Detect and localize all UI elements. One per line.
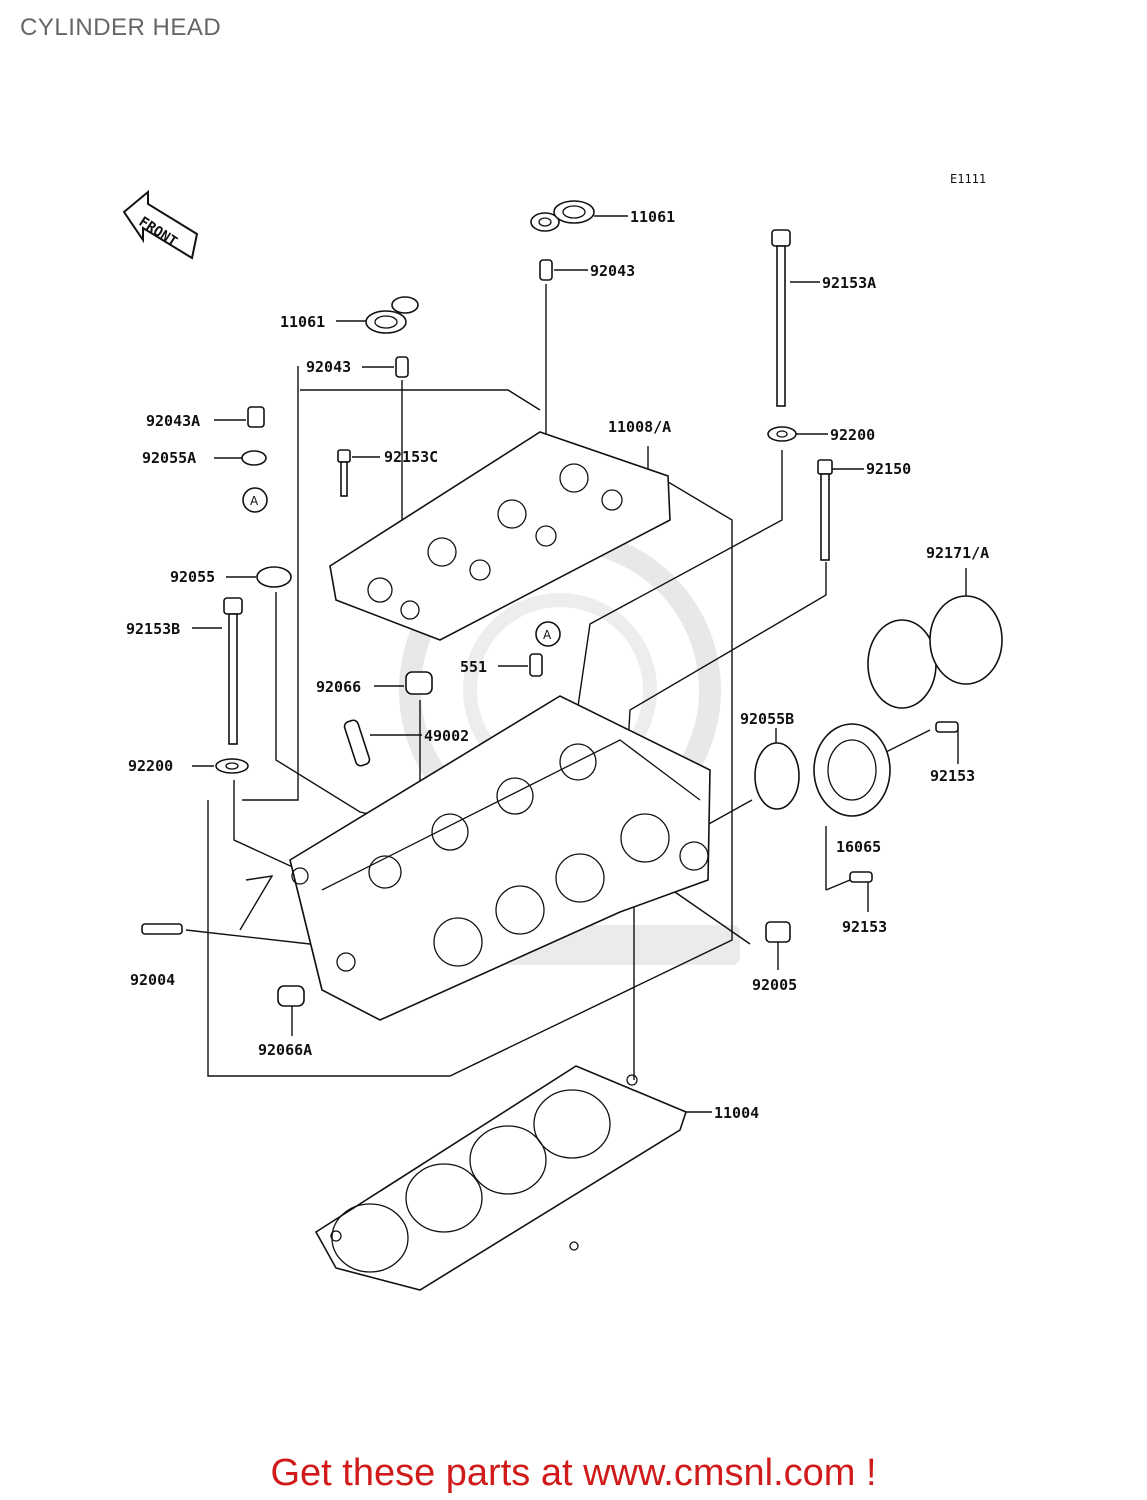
label-92043-top: 92043 bbox=[590, 262, 635, 280]
label-92153-upper: 92153 bbox=[930, 767, 975, 785]
exploded-view-diagram: FRONT bbox=[122, 189, 1003, 1291]
label-92153A: 92153A bbox=[822, 274, 876, 292]
ref-marker-left: A bbox=[250, 494, 259, 508]
label-92004: 92004 bbox=[130, 971, 175, 989]
label-92055: 92055 bbox=[170, 568, 215, 586]
label-92005: 92005 bbox=[752, 976, 797, 994]
label-92043A: 92043A bbox=[146, 412, 200, 430]
label-92150: 92150 bbox=[866, 460, 911, 478]
label-11008A: 11008/A bbox=[608, 418, 671, 436]
label-92171A: 92171/A bbox=[926, 544, 989, 562]
call-to-action-link[interactable]: Get these parts at www.cmsnl.com ! bbox=[270, 1452, 877, 1494]
label-551: 551 bbox=[460, 658, 487, 676]
label-92153C: 92153C bbox=[384, 448, 438, 466]
front-arrow-icon: FRONT bbox=[122, 189, 199, 260]
part-shapes: A A bbox=[141, 200, 1003, 1291]
label-92066A: 92066A bbox=[258, 1041, 312, 1059]
ref-marker-center: A bbox=[543, 628, 552, 642]
label-92043-left: 92043 bbox=[306, 358, 351, 376]
label-92055B: 92055B bbox=[740, 710, 794, 728]
label-16065: 16065 bbox=[836, 838, 881, 856]
label-92200-left: 92200 bbox=[128, 757, 173, 775]
label-92153B: 92153B bbox=[126, 620, 180, 638]
label-11061-left: 11061 bbox=[280, 313, 325, 331]
diagram-code: E1111 bbox=[950, 172, 987, 186]
label-92153-lower: 92153 bbox=[842, 918, 887, 936]
page-title: CYLINDER HEAD bbox=[20, 14, 222, 41]
label-11004: 11004 bbox=[714, 1104, 759, 1122]
label-92066: 92066 bbox=[316, 678, 361, 696]
part-labels: 11061 92043 92153A 11061 92043 92043A 92… bbox=[126, 208, 989, 1122]
label-92200-right: 92200 bbox=[830, 426, 875, 444]
label-92055A: 92055A bbox=[142, 449, 196, 467]
label-49002: 49002 bbox=[424, 727, 469, 745]
label-11061-top: 11061 bbox=[630, 208, 675, 226]
leader-lines bbox=[185, 215, 967, 1113]
